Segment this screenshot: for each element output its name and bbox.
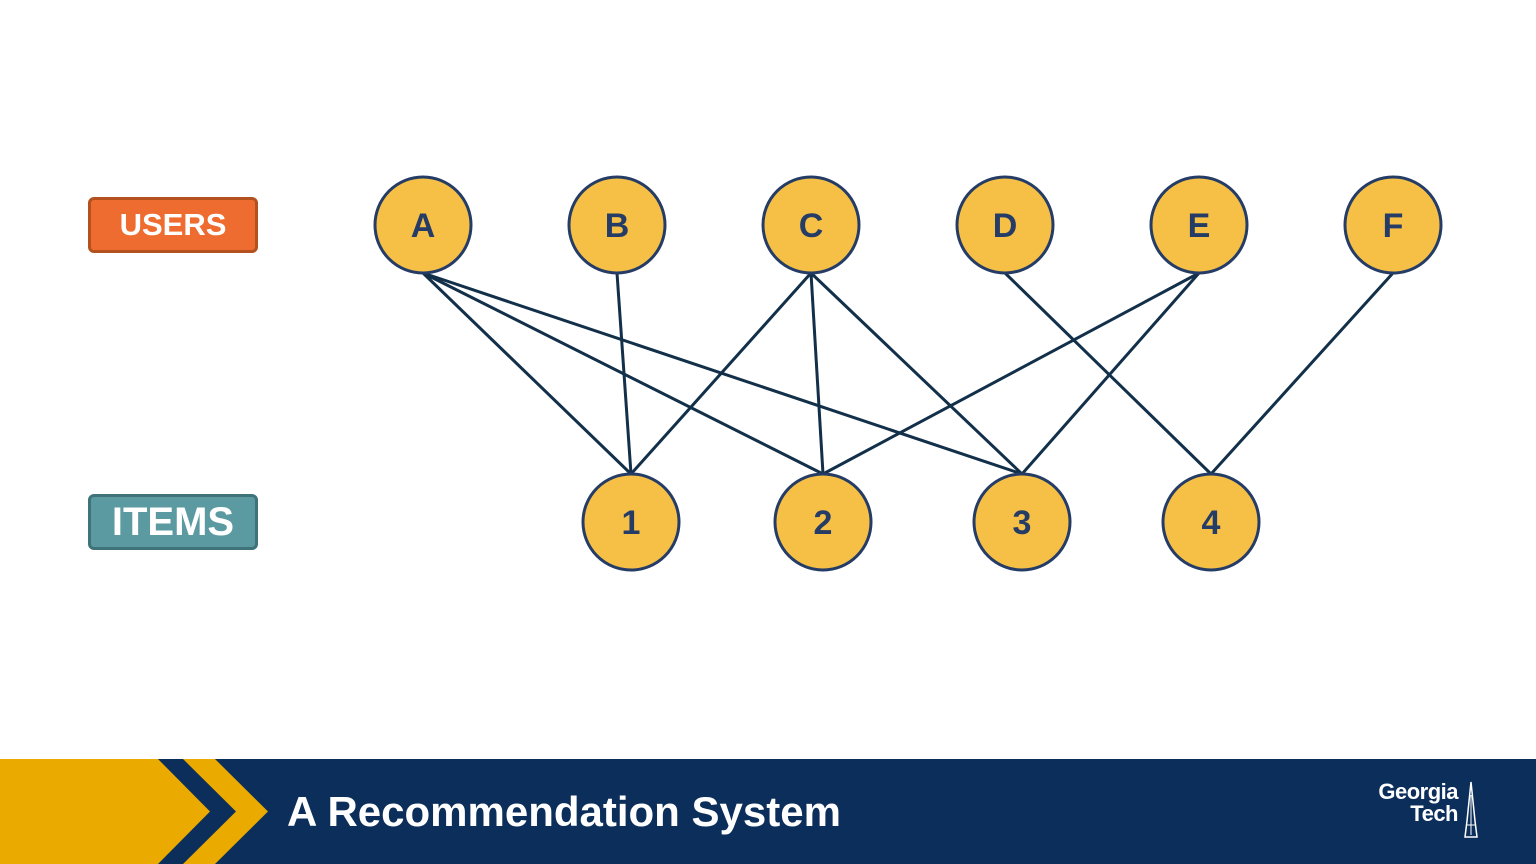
user-node-a: A [373, 175, 473, 275]
edge-e-2 [822, 271, 1200, 476]
item-node-1: 1 [581, 472, 681, 572]
item-node-2: 2 [773, 472, 873, 572]
users-label: USERS [88, 197, 258, 253]
user-node-b: B [567, 175, 667, 275]
bipartite-graph: 1 2 3 4 A B C D E F [373, 175, 1443, 572]
item-node-4: 4 [1161, 472, 1261, 572]
user-node-f: F [1343, 175, 1443, 275]
user-node-circle [1149, 175, 1249, 275]
edge-c-3 [809, 271, 1024, 476]
slide-title: A Recommendation System [287, 788, 841, 835]
nodes: 1 2 3 4 A B C D E F [373, 175, 1443, 572]
logo-line-georgia: Georgia [1378, 779, 1458, 804]
edge-f-4 [1209, 271, 1395, 476]
logo-line-tech: Tech [1410, 801, 1458, 826]
georgia-tech-logo: Georgia Tech [1340, 781, 1490, 841]
chevron-arrow-icon [0, 759, 268, 864]
tech-tower-spire-icon [1464, 781, 1478, 838]
user-node-circle [567, 175, 667, 275]
edges [421, 271, 1395, 476]
item-node-label: 3 [1013, 504, 1032, 542]
user-node-d: D [955, 175, 1055, 275]
item-node-circle [972, 472, 1072, 572]
user-node-circle [955, 175, 1055, 275]
items-label: ITEMS [88, 494, 258, 550]
item-node-circle [581, 472, 681, 572]
edge-a-1 [421, 271, 633, 476]
user-node-circle [1343, 175, 1443, 275]
edge-c-2 [809, 272, 825, 475]
user-node-label: A [411, 207, 436, 245]
item-node-label: 4 [1202, 504, 1221, 542]
item-node-circle [1161, 472, 1261, 572]
edge-b-1 [615, 272, 633, 475]
user-node-label: C [799, 207, 824, 245]
user-node-label: B [605, 207, 630, 245]
user-node-label: E [1188, 207, 1211, 245]
item-node-label: 2 [814, 504, 833, 542]
edge-d-4 [1003, 271, 1213, 476]
logo-wordmark: Georgia Tech [1340, 781, 1458, 825]
edge-c-1 [629, 271, 813, 476]
user-node-c: C [761, 175, 861, 275]
item-node-circle [773, 472, 873, 572]
item-node-label: 1 [622, 504, 641, 542]
user-node-label: F [1383, 207, 1404, 245]
edge-e-3 [1020, 272, 1201, 475]
user-node-label: D [993, 207, 1018, 245]
user-node-e: E [1149, 175, 1249, 275]
user-node-circle [373, 175, 473, 275]
footer-bar: A Recommendation System Georgia Tech [0, 759, 1536, 864]
item-node-3: 3 [972, 472, 1072, 572]
user-node-circle [761, 175, 861, 275]
